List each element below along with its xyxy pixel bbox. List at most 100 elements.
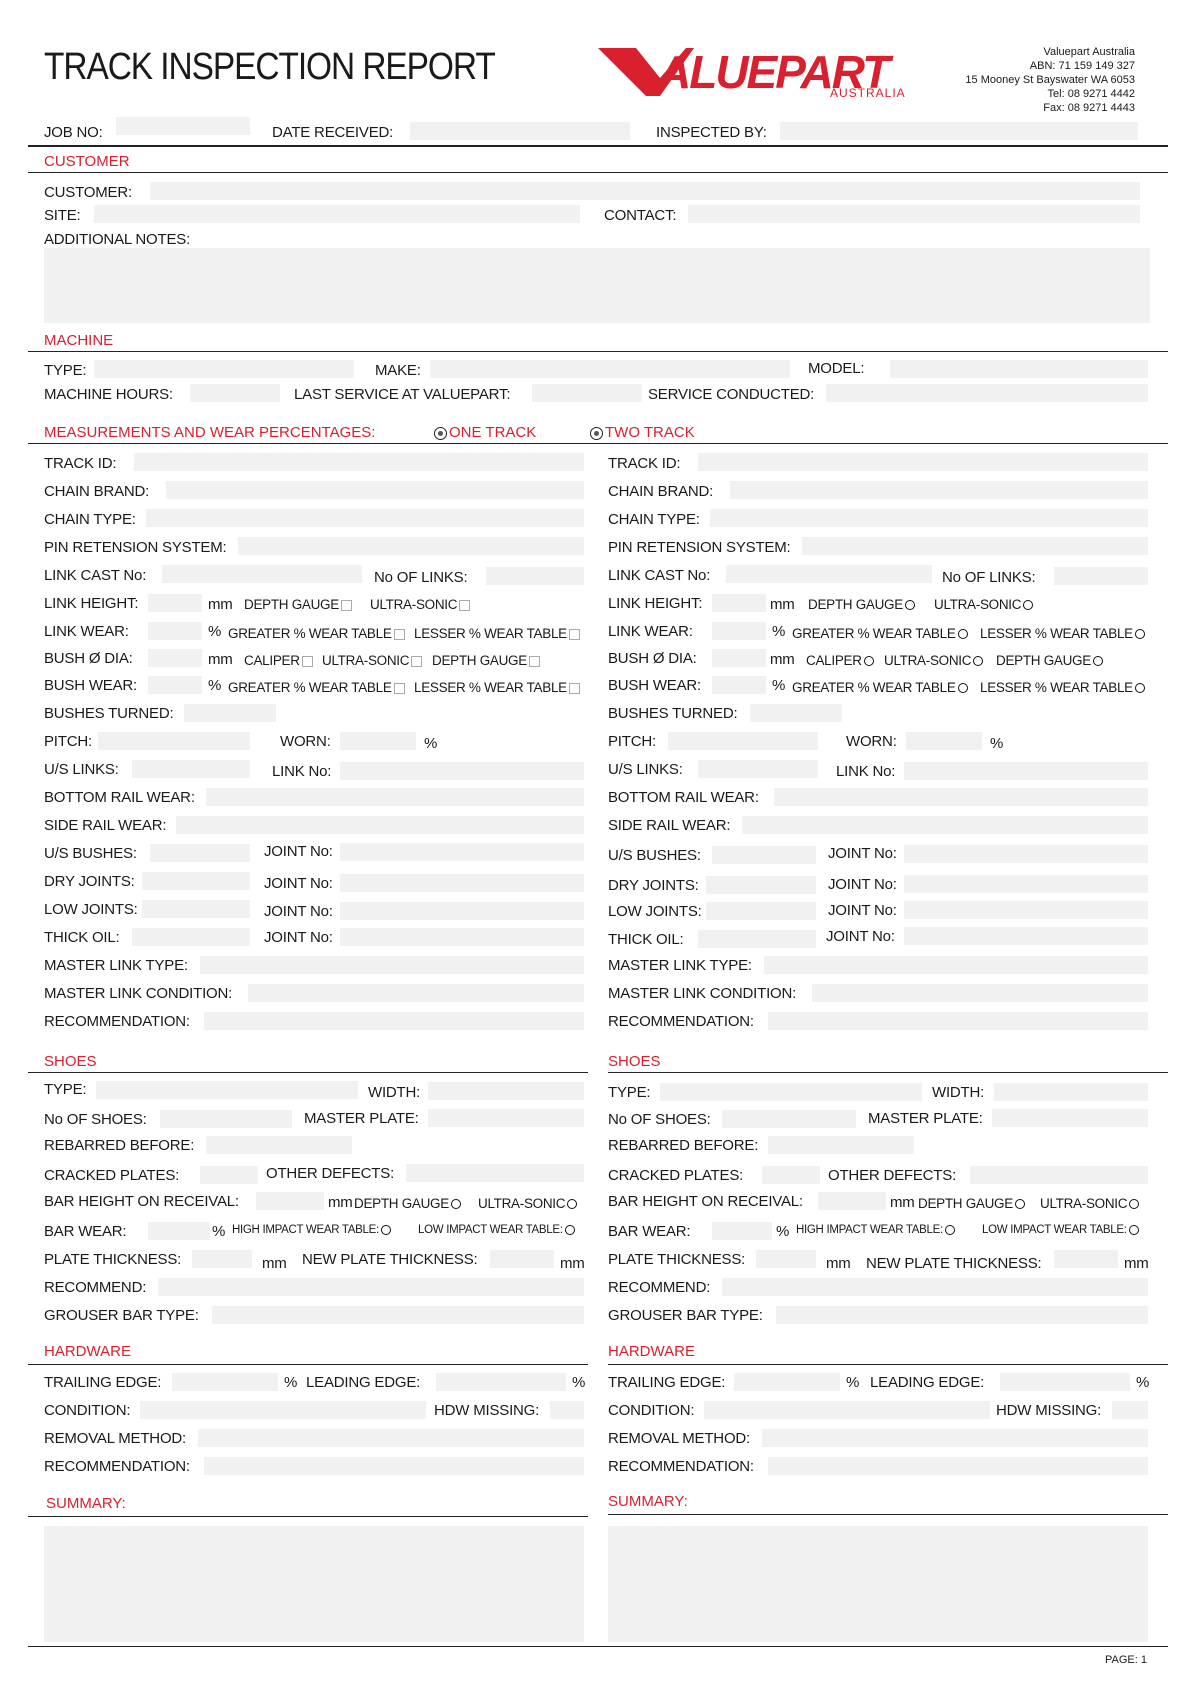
trailing-edge-field[interactable] bbox=[734, 1373, 840, 1391]
us-bushes-field[interactable] bbox=[150, 844, 250, 862]
greater-table-option[interactable]: GREATER % WEAR TABLE bbox=[792, 626, 968, 641]
bottom-rail-field[interactable] bbox=[206, 788, 584, 806]
last-service-field[interactable] bbox=[532, 384, 642, 402]
new-plate-thickness-field[interactable] bbox=[490, 1250, 554, 1268]
cracked-plates-field[interactable] bbox=[200, 1166, 258, 1184]
trailing-edge-field[interactable] bbox=[172, 1373, 278, 1391]
no-shoes-field[interactable] bbox=[160, 1110, 292, 1128]
joint-no-field[interactable] bbox=[904, 901, 1148, 919]
recommendation-field[interactable] bbox=[204, 1457, 584, 1475]
new-plate-thickness-field[interactable] bbox=[1054, 1250, 1118, 1268]
lesser-table-option[interactable]: LESSER % WEAR TABLE bbox=[980, 626, 1145, 641]
grouser-field[interactable] bbox=[212, 1306, 584, 1324]
link-cast-field[interactable] bbox=[726, 565, 932, 583]
machine-make-field[interactable] bbox=[430, 360, 790, 378]
caliper-option[interactable]: CALIPER bbox=[806, 653, 874, 668]
condition-field[interactable] bbox=[140, 1401, 426, 1419]
rebarred-field[interactable] bbox=[768, 1136, 914, 1154]
customer-field[interactable] bbox=[150, 182, 1140, 200]
side-rail-field[interactable] bbox=[176, 816, 584, 834]
bush-wear-field[interactable] bbox=[712, 676, 766, 694]
shoe-type-field[interactable] bbox=[96, 1081, 358, 1099]
worn-field[interactable] bbox=[906, 732, 982, 750]
leading-edge-field[interactable] bbox=[1000, 1373, 1130, 1391]
cracked-plates-field[interactable] bbox=[762, 1166, 820, 1184]
joint-no-field[interactable] bbox=[340, 874, 584, 892]
machine-hours-field[interactable] bbox=[190, 384, 280, 402]
chain-brand-field[interactable] bbox=[166, 481, 584, 499]
track-id-field[interactable] bbox=[698, 453, 1148, 471]
recommendation-field[interactable] bbox=[768, 1012, 1148, 1030]
machine-model-field[interactable] bbox=[890, 360, 1148, 378]
greater-table-option[interactable]: GREATER % WEAR TABLE bbox=[792, 680, 968, 695]
chain-type-field[interactable] bbox=[146, 509, 584, 527]
recommend-field[interactable] bbox=[722, 1278, 1148, 1296]
pitch-field[interactable] bbox=[98, 732, 250, 750]
no-links-field[interactable] bbox=[486, 567, 584, 585]
link-height-field[interactable] bbox=[148, 594, 202, 612]
other-defects-field[interactable] bbox=[406, 1164, 584, 1182]
side-rail-field[interactable] bbox=[742, 816, 1148, 834]
lesser-table-option[interactable]: LESSER % WEAR TABLE bbox=[414, 680, 580, 695]
joint-no-field[interactable] bbox=[904, 875, 1148, 893]
dry-joints-field[interactable] bbox=[706, 876, 816, 894]
condition-field[interactable] bbox=[704, 1401, 990, 1419]
us-links-field[interactable] bbox=[132, 760, 250, 778]
additional-notes-field[interactable] bbox=[44, 248, 1150, 323]
bush-wear-field[interactable] bbox=[148, 676, 202, 694]
link-no-field[interactable] bbox=[904, 762, 1148, 780]
greater-table-option[interactable]: GREATER % WEAR TABLE bbox=[228, 626, 405, 641]
hdw-missing-field[interactable] bbox=[1112, 1401, 1148, 1419]
thick-oil-field[interactable] bbox=[698, 930, 816, 948]
low-impact-option[interactable]: LOW IMPACT WEAR TABLE: bbox=[418, 1224, 575, 1236]
shoe-width-field[interactable] bbox=[994, 1083, 1148, 1101]
joint-no-field[interactable] bbox=[904, 845, 1148, 863]
dry-joints-field[interactable] bbox=[142, 872, 250, 890]
two-track-option[interactable]: TWO TRACK bbox=[590, 424, 695, 441]
pin-retension-field[interactable] bbox=[238, 537, 584, 555]
bar-height-field[interactable] bbox=[818, 1192, 886, 1210]
service-conducted-field[interactable] bbox=[826, 384, 1148, 402]
track-id-field[interactable] bbox=[134, 453, 584, 471]
chain-type-field[interactable] bbox=[710, 509, 1148, 527]
master-link-condition-field[interactable] bbox=[248, 984, 584, 1002]
bushes-turned-field[interactable] bbox=[184, 704, 276, 722]
inspected-by-field[interactable] bbox=[780, 122, 1138, 140]
ultra-sonic-option[interactable]: ULTRA-SONIC bbox=[322, 653, 423, 668]
lesser-table-option[interactable]: LESSER % WEAR TABLE bbox=[414, 626, 580, 641]
grouser-field[interactable] bbox=[776, 1306, 1148, 1324]
ultra-sonic-option[interactable]: ULTRA-SONIC bbox=[478, 1196, 578, 1211]
job-no-field[interactable] bbox=[116, 117, 250, 135]
depth-gauge-option[interactable]: DEPTH GAUGE bbox=[354, 1196, 461, 1211]
bottom-rail-field[interactable] bbox=[774, 788, 1148, 806]
shoe-width-field[interactable] bbox=[428, 1082, 584, 1100]
bar-wear-field[interactable] bbox=[712, 1222, 772, 1240]
date-received-field[interactable] bbox=[410, 122, 630, 140]
recommend-field[interactable] bbox=[158, 1278, 584, 1296]
machine-type-field[interactable] bbox=[94, 360, 354, 378]
pin-retension-field[interactable] bbox=[802, 537, 1148, 555]
bush-dia-field[interactable] bbox=[712, 649, 766, 667]
depth-gauge-option[interactable]: DEPTH GAUGE bbox=[244, 597, 352, 612]
bar-wear-field[interactable] bbox=[148, 1222, 210, 1240]
ultra-sonic-option[interactable]: ULTRA-SONIC bbox=[884, 653, 984, 668]
chain-brand-field[interactable] bbox=[730, 481, 1148, 499]
summary-left-field[interactable] bbox=[44, 1526, 584, 1642]
shoe-type-field[interactable] bbox=[660, 1083, 922, 1101]
thick-oil-field[interactable] bbox=[132, 928, 250, 946]
joint-no-field[interactable] bbox=[340, 928, 584, 946]
no-shoes-field[interactable] bbox=[722, 1110, 856, 1128]
link-cast-field[interactable] bbox=[162, 565, 362, 583]
hdw-missing-field[interactable] bbox=[550, 1401, 584, 1419]
contact-field[interactable] bbox=[688, 205, 1140, 223]
removal-method-field[interactable] bbox=[198, 1429, 584, 1447]
ultra-sonic-option[interactable]: ULTRA-SONIC bbox=[934, 597, 1034, 612]
us-links-field[interactable] bbox=[698, 760, 818, 778]
recommendation-field[interactable] bbox=[204, 1012, 584, 1030]
joint-no-field[interactable] bbox=[904, 927, 1148, 945]
depth-gauge-option[interactable]: DEPTH GAUGE bbox=[996, 653, 1103, 668]
depth-gauge-option[interactable]: DEPTH GAUGE bbox=[918, 1196, 1025, 1211]
no-links-field[interactable] bbox=[1054, 567, 1148, 585]
master-link-condition-field[interactable] bbox=[812, 984, 1148, 1002]
plate-thickness-field[interactable] bbox=[192, 1250, 252, 1268]
